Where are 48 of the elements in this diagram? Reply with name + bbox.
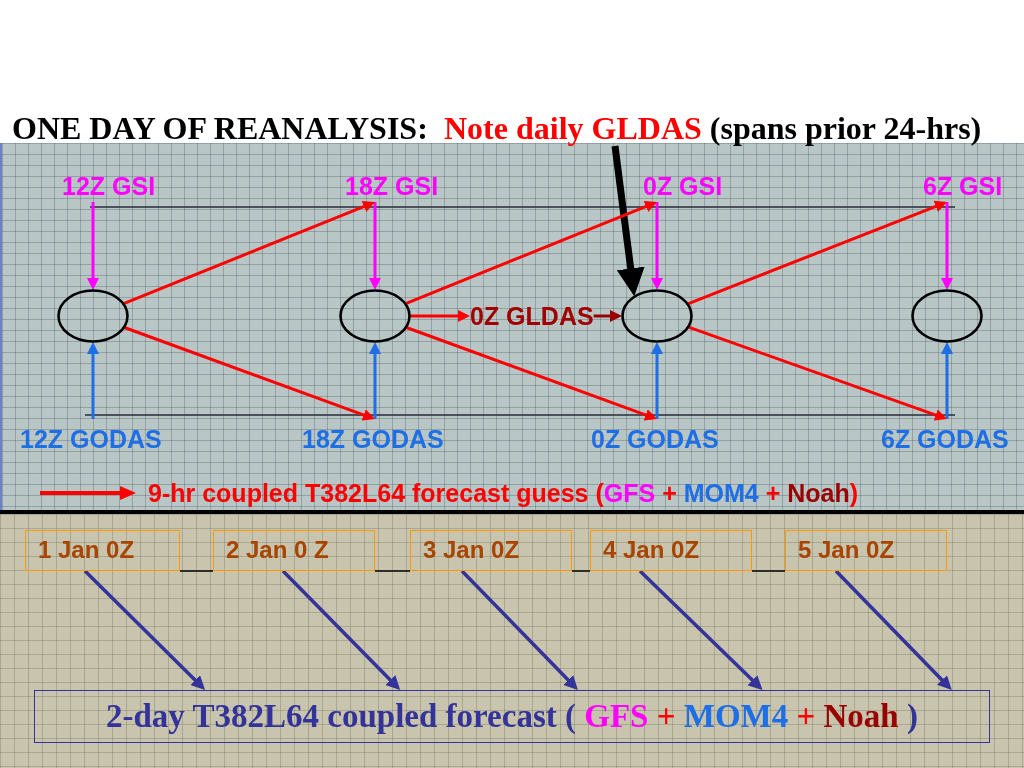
arrow [83, 569, 206, 690]
connector-line [179, 570, 214, 572]
arrow [123, 200, 376, 305]
ellipse-marker [911, 289, 983, 343]
arrow [87, 342, 99, 419]
date-box: 1 Jan 0Z [25, 530, 180, 571]
analysis-label: 6Z GODAS [881, 419, 1009, 455]
arrow [123, 326, 375, 421]
arrow [593, 310, 622, 322]
analysis-label: 0Z GODAS [591, 419, 719, 455]
ellipse-marker [621, 289, 693, 343]
arrow [941, 342, 953, 419]
arrow [687, 200, 947, 306]
arrow [611, 145, 645, 297]
title: ONE DAY OF REANALYSIS: [12, 110, 428, 146]
arrow [281, 569, 401, 690]
date-box: 5 Jan 0Z [785, 530, 947, 571]
analysis-label: 18Z GSI [345, 170, 439, 202]
arrow [688, 325, 947, 421]
arrow [369, 202, 381, 290]
connector-line [751, 570, 786, 572]
date-box: 4 Jan 0Z [590, 530, 752, 571]
arrow [651, 202, 663, 290]
arrow [405, 326, 657, 421]
legend-text: 9-hr coupled T382L64 forecast guess (GFS + MOM4 + Noah) [148, 478, 859, 508]
ellipse-marker [339, 289, 411, 343]
arrow [460, 569, 578, 690]
analysis-label: 6Z GSI [923, 170, 1003, 202]
date-box: 2 Jan 0 Z [213, 530, 375, 571]
arrow [651, 342, 663, 419]
connector-line [571, 570, 591, 572]
analysis-label: 0Z GSI [643, 170, 723, 202]
analysis-label: 0Z GLDAS [470, 300, 594, 332]
arrow [369, 342, 381, 419]
arrow [410, 310, 470, 322]
connector-line [374, 570, 411, 572]
note-text: Note daily GLDAS (spans prior 24-hrs) [444, 110, 982, 146]
arrow [834, 569, 952, 690]
arrow [87, 202, 99, 290]
ellipse-marker [57, 289, 129, 343]
arrow [941, 202, 953, 290]
date-box: 3 Jan 0Z [410, 530, 572, 571]
arrow [405, 200, 658, 305]
forecast-box: 2-day T382L64 coupled forecast ( GFS + MOM4 + Noah ) [34, 690, 990, 743]
analysis-label: 12Z GODAS [20, 419, 162, 455]
analysis-label: 18Z GODAS [302, 419, 444, 455]
arrow [638, 569, 763, 691]
analysis-label: 12Z GSI [62, 170, 156, 202]
